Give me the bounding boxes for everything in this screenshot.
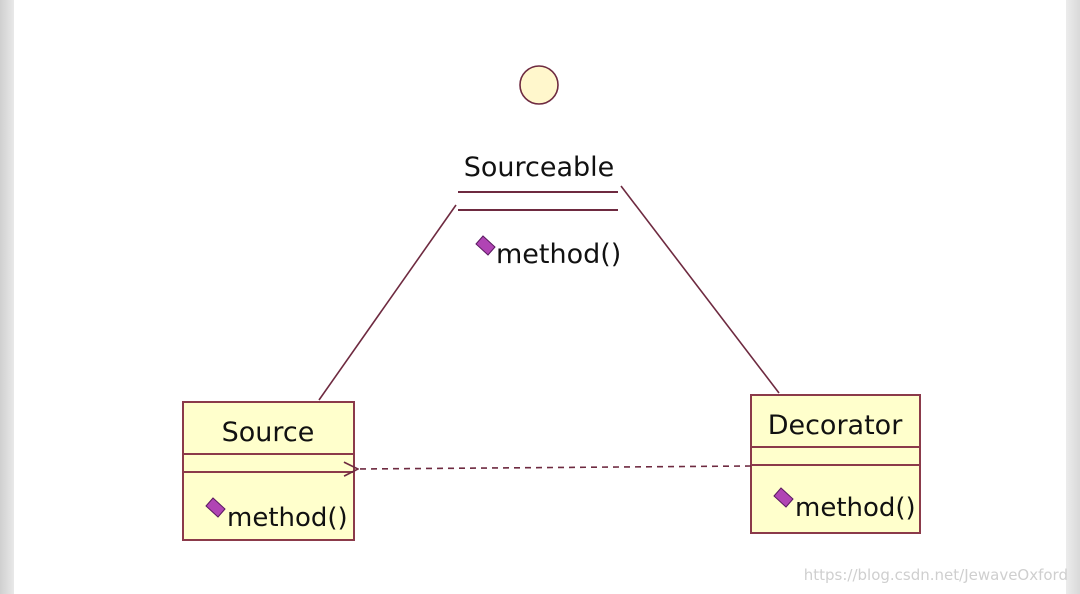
method-diamond-icon [205,497,226,518]
right-window-edge [1066,0,1080,594]
method-diamond-icon [773,487,794,508]
watermark: https://blog.csdn.net/JewaveOxford [803,566,1068,584]
interface-lollipop-icon [519,65,559,105]
class-method-label: method() [795,493,916,523]
class-name: Source [222,417,315,448]
class-source[interactable]: Source method() [182,401,355,541]
left-window-edge [0,0,14,594]
class-method-label: method() [227,503,348,533]
class-method-row[interactable]: method() [773,487,916,523]
interface-method-row[interactable]: method() [475,235,621,270]
class-decorator[interactable]: Decorator method() [750,394,921,534]
realization-line-decorator [620,185,780,394]
realization-line-source [318,204,457,401]
interface-name: Sourceable [464,152,615,183]
class-name: Decorator [768,410,904,441]
method-diamond-icon [475,235,496,256]
interface-sourceable[interactable]: Sourceable method() [458,65,621,270]
class-method-row[interactable]: method() [205,497,348,533]
dependency-arrow [358,466,752,469]
interface-method-label: method() [496,239,621,270]
